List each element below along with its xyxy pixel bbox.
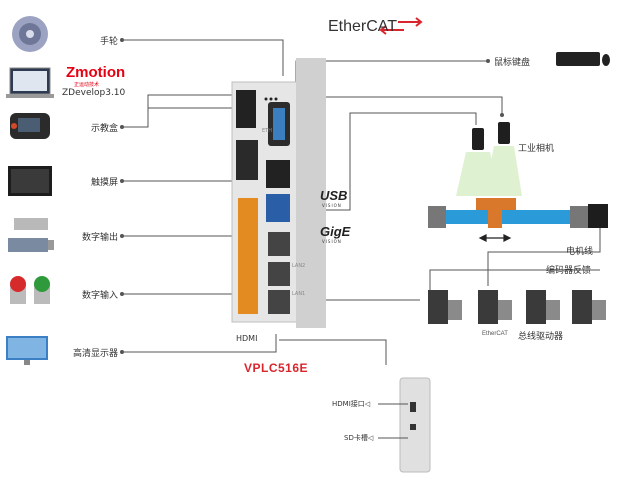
port-label-eth: ETH — [262, 128, 272, 134]
monitor-icon — [6, 336, 48, 365]
keyboard-icon — [556, 52, 610, 66]
camera-icon — [472, 122, 510, 150]
teach-pendant-label: 示教盒 — [90, 124, 118, 134]
handwheel-icon — [12, 16, 48, 52]
hdmi-port-label: HDMI接口◁ — [332, 400, 371, 408]
hd-display-label: 高清显示器 — [72, 349, 118, 359]
gige-vision-logo: GigE — [320, 224, 351, 239]
ethercat-logo: EtherCAT — [328, 18, 398, 35]
controller-side-icon — [399, 377, 431, 473]
hdmi-label: HDMI — [236, 334, 258, 343]
laptop-icon — [6, 67, 54, 98]
controller-icon — [231, 58, 326, 328]
motor-cable-label: 电机线 — [566, 247, 594, 257]
touchscreen-icon — [8, 166, 52, 196]
usb-vision-logo: USB — [320, 188, 348, 203]
ethercat-small-logo: EtherCAT — [482, 331, 508, 337]
handwheel-label: 手轮 — [99, 37, 118, 47]
servo-drives-icon — [428, 290, 606, 324]
zmotion-logo: Zmotion — [66, 64, 126, 81]
mouse-keyboard-label: 鼠标键盘 — [494, 58, 531, 68]
touchscreen-label: 触摸屏 — [90, 178, 118, 188]
sd-slot-label: SD卡槽◁ — [344, 434, 374, 442]
usb-vision-subtitle: VISION — [322, 203, 342, 208]
digital-output-icon — [8, 218, 54, 252]
digital-input-label: 数字输入 — [81, 291, 118, 301]
teach-pendant-icon — [10, 113, 50, 139]
linear-axis-icon — [428, 198, 608, 228]
model-label: VPLC516E — [244, 361, 309, 375]
port-label-lan2: LAN2 — [292, 263, 306, 269]
ethercat-arrows-icon — [379, 17, 423, 35]
port-label-lan1: LAN1 — [292, 291, 306, 297]
gige-vision-subtitle: VISION — [322, 239, 342, 244]
bus-driver-label: 总线驱动器 — [518, 332, 564, 342]
zdevelop-label: ZDevelop3.10 — [62, 88, 126, 98]
digital-output-label: 数字输出 — [81, 233, 118, 243]
encoder-feedback-label: 编码器反馈 — [546, 266, 592, 276]
zmotion-subtitle: 正运动技术 — [74, 82, 100, 88]
push-button-icon — [10, 276, 50, 304]
industrial-camera-label: 工业相机 — [518, 144, 555, 154]
